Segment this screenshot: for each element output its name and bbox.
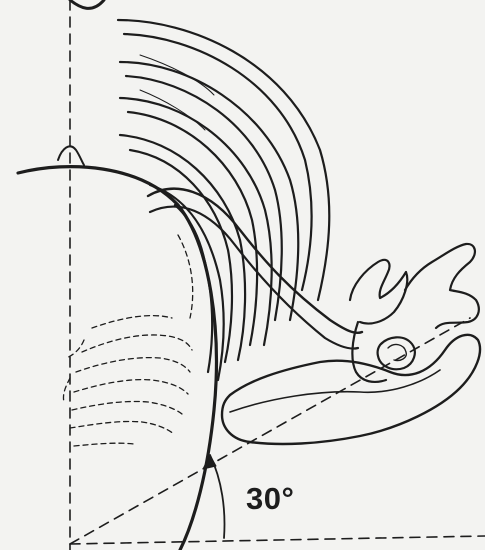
angle-label: 30° (246, 481, 294, 517)
contour-2 (92, 316, 172, 328)
rib-5-inner (175, 205, 212, 372)
contour-9 (66, 340, 84, 358)
coracoid-process (350, 260, 407, 324)
acromion (405, 244, 479, 328)
contour-3 (82, 335, 192, 352)
contour-8 (74, 443, 134, 446)
contour-5 (74, 380, 188, 394)
contour-7 (70, 421, 174, 434)
thorax-outline (18, 167, 216, 550)
contour-1 (178, 235, 193, 318)
glenoid-inner (388, 345, 406, 361)
angle-indicator (203, 455, 224, 538)
contour-6 (72, 401, 182, 414)
internal-dashed-contours (63, 235, 192, 446)
rib-upper-hatch (140, 55, 214, 95)
glenoid (378, 337, 415, 369)
rib-cage-top-outline (70, 0, 104, 8)
contour-10 (63, 378, 70, 402)
horizontal-baseline (70, 536, 485, 544)
scapula-body-outline (222, 335, 480, 444)
scapula-spine (230, 370, 440, 412)
rib-5 (150, 185, 224, 380)
ribs (118, 20, 329, 380)
angle-arc (210, 455, 224, 538)
angle-arrowhead (203, 455, 216, 469)
scapular-neck (352, 322, 386, 382)
thorax-top-notch (58, 146, 84, 165)
scapula (222, 244, 480, 444)
contour-4 (76, 358, 190, 372)
